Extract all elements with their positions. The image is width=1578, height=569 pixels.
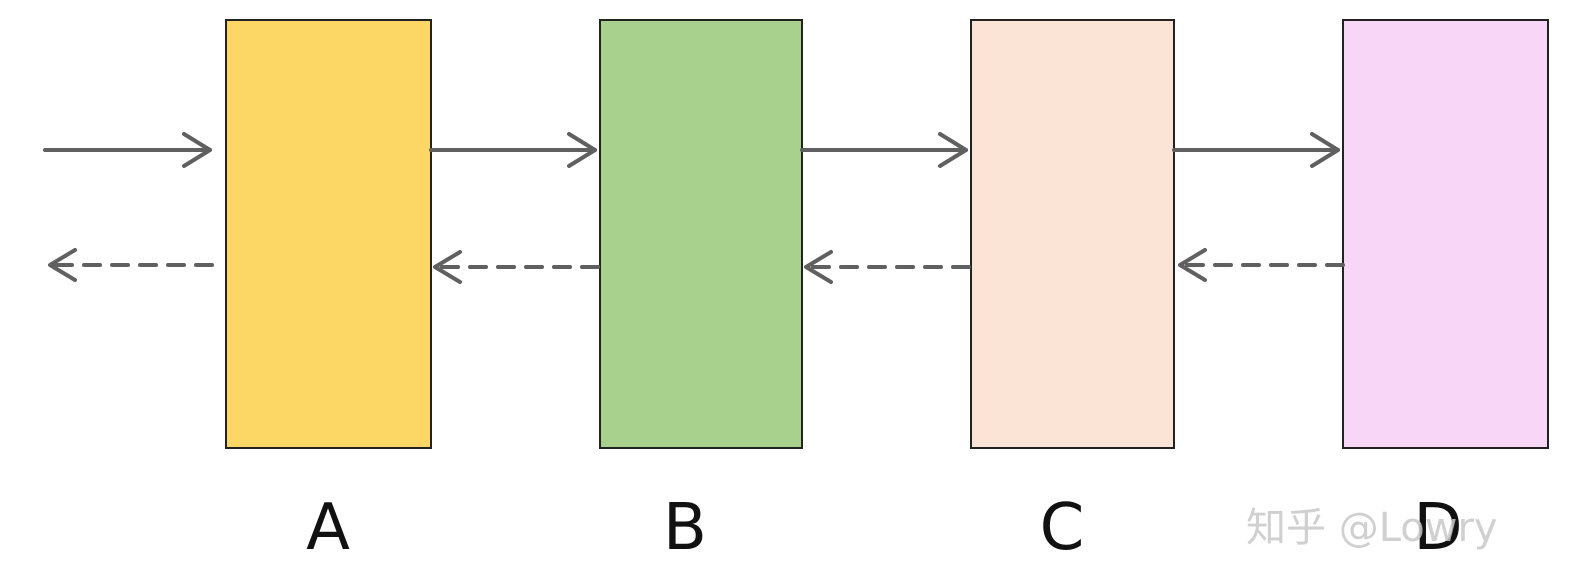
backward-arrow-a-to-output (48, 248, 214, 282)
block-b (599, 19, 803, 449)
block-a-label: A (306, 491, 350, 565)
backward-arrow-c-to-b (804, 250, 971, 284)
forward-arrow-c-to-d (1172, 132, 1340, 168)
backward-arrows (48, 248, 1345, 284)
block-d-label: D (1413, 491, 1463, 565)
block-c (970, 19, 1175, 449)
backward-arrow-b-to-a (433, 250, 600, 284)
forward-arrow-b-to-c (800, 132, 968, 168)
block-c-label: C (1039, 491, 1085, 565)
backward-arrow-d-to-c (1178, 248, 1345, 282)
blocks (225, 19, 1549, 449)
forward-arrow-a-to-b (429, 132, 597, 168)
watermark: 知乎 @Lowry (1246, 505, 1498, 551)
block-d (1342, 19, 1549, 449)
block-a (225, 19, 432, 449)
forward-arrows (43, 132, 1340, 168)
forward-arrow-input-to-a (43, 132, 212, 168)
block-b-label: B (663, 491, 707, 565)
